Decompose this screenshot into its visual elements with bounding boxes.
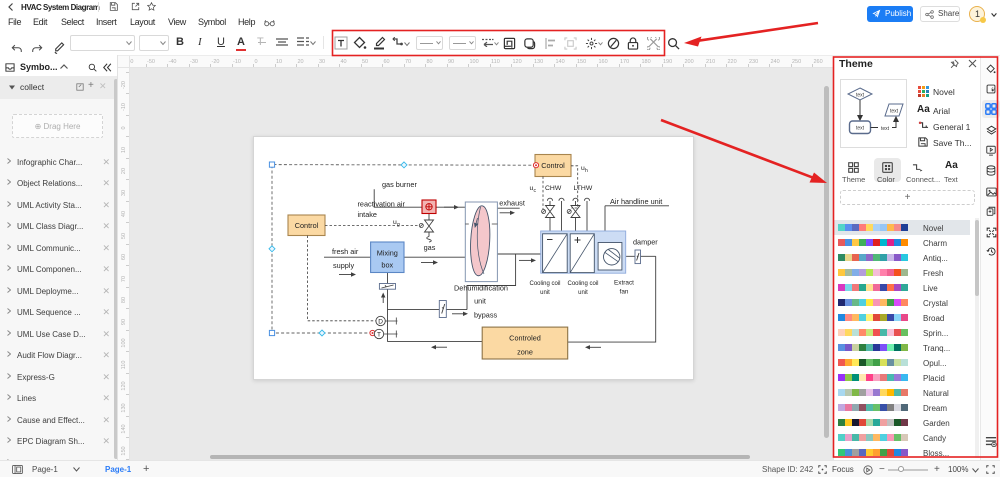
svg-text:Extract: Extract <box>614 279 634 286</box>
svg-text:zone: zone <box>517 348 533 357</box>
svg-text:LTHW: LTHW <box>574 185 593 192</box>
svg-text:u: u <box>530 185 534 192</box>
svg-text:Mixing: Mixing <box>377 249 398 258</box>
svg-text:reactivation air: reactivation air <box>358 200 406 209</box>
svg-text:u: u <box>393 219 397 226</box>
svg-text:u: u <box>581 165 585 172</box>
svg-text:fan: fan <box>620 289 629 296</box>
svg-text:unit: unit <box>578 290 588 296</box>
svg-text:supply: supply <box>333 261 354 270</box>
svg-text:CHW: CHW <box>545 185 562 192</box>
svg-text:Controled: Controled <box>509 334 541 343</box>
svg-text:c: c <box>534 188 537 194</box>
svg-text:intake: intake <box>358 210 377 219</box>
svg-text:g: g <box>397 222 400 228</box>
svg-text:damper: damper <box>633 238 658 247</box>
svg-text:Cooling coil: Cooling coil <box>529 281 560 287</box>
svg-text:gas burner: gas burner <box>382 180 417 189</box>
svg-text:exhaust: exhaust <box>499 199 525 208</box>
svg-text:Control: Control <box>295 221 319 230</box>
svg-text:text: text <box>856 93 865 99</box>
svg-text:bypass: bypass <box>474 310 497 319</box>
svg-text:Air handline unit: Air handline unit <box>610 197 662 206</box>
svg-text:unit: unit <box>474 296 486 305</box>
svg-text:T: T <box>377 331 381 338</box>
svg-text:Control: Control <box>541 161 565 170</box>
svg-text:Cooling coil: Cooling coil <box>567 281 598 287</box>
svg-text:D: D <box>378 318 383 325</box>
svg-text:text: text <box>890 109 899 115</box>
svg-text:gas: gas <box>424 243 436 252</box>
svg-text:box: box <box>381 261 393 270</box>
svg-text:fresh air: fresh air <box>332 247 359 256</box>
svg-text:text: text <box>881 126 890 132</box>
svg-text:h: h <box>585 168 588 174</box>
svg-text:Dehumidification: Dehumidification <box>454 284 508 293</box>
svg-text:unit: unit <box>540 290 550 296</box>
svg-text:text: text <box>856 126 865 132</box>
